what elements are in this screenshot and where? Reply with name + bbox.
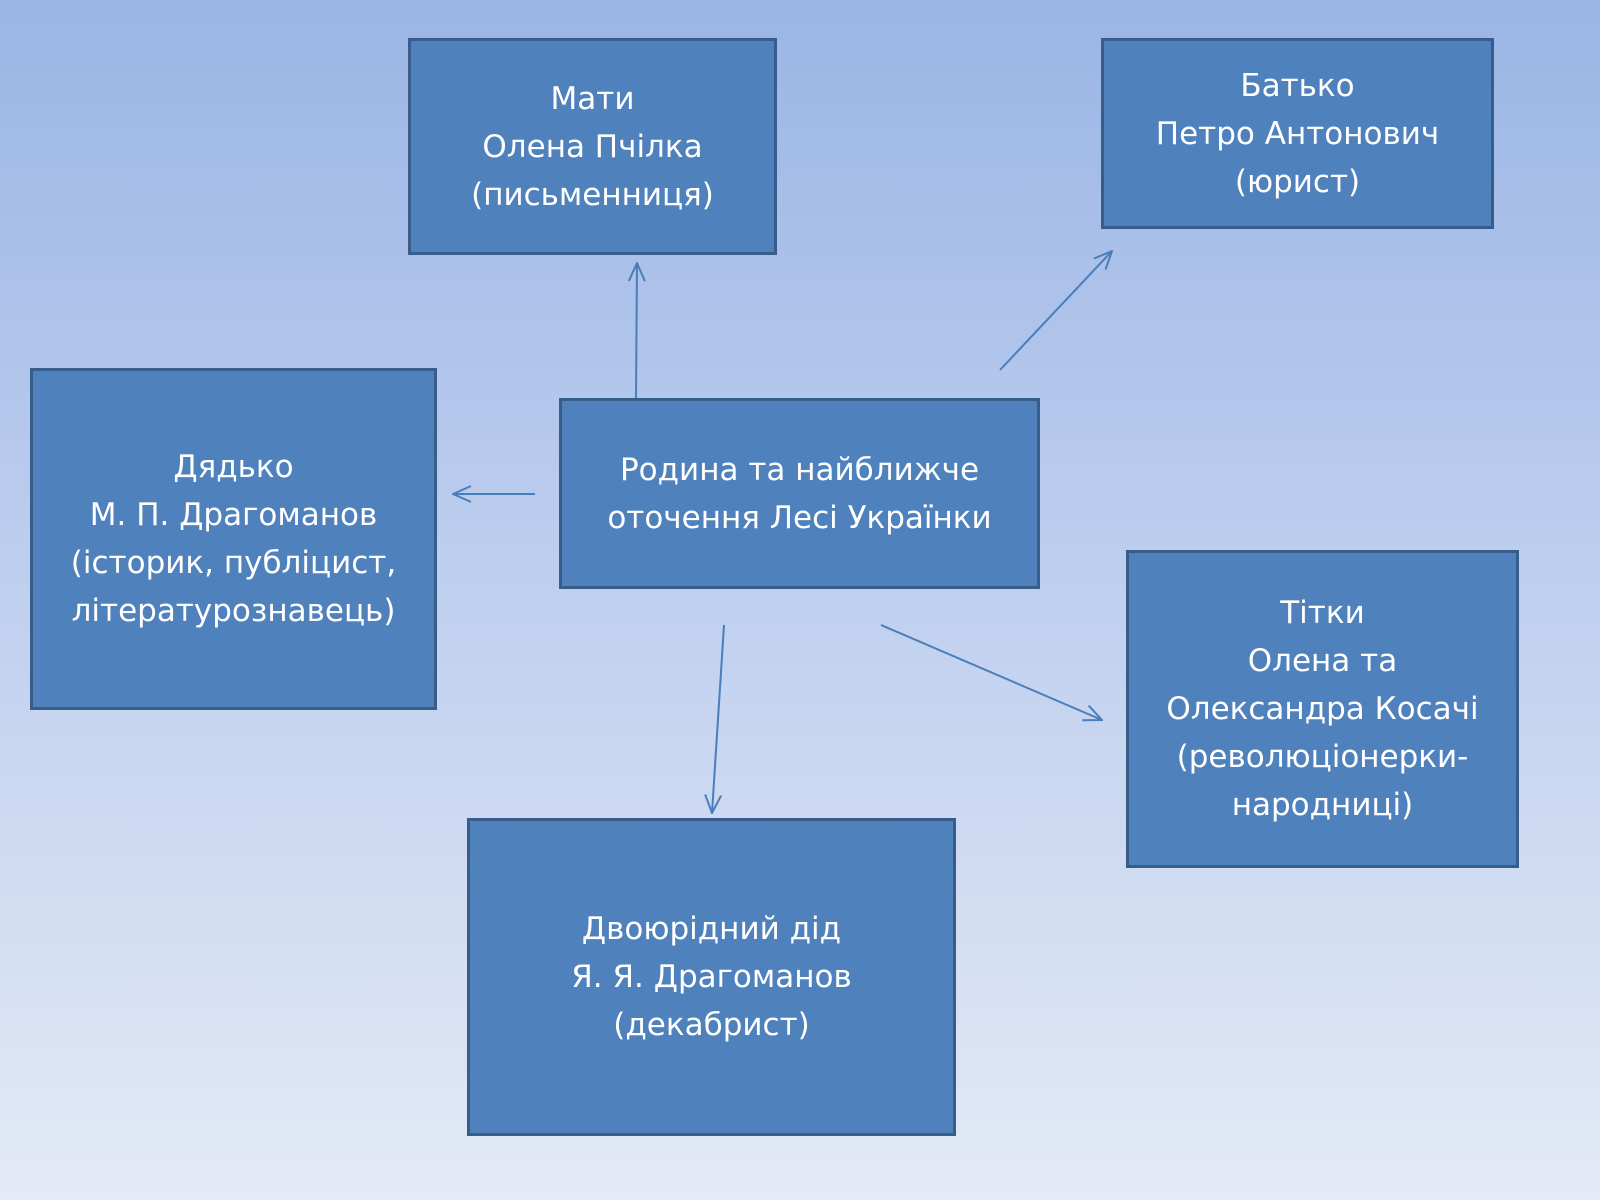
node-uncle-text: Дядько М. П. Драгоманов (історик, публіц… xyxy=(70,449,397,629)
arrow-to-granduncle xyxy=(712,624,725,813)
node-granduncle-text: Двоюрідний дід Я. Я. Драгоманов (декабри… xyxy=(571,911,852,1043)
node-center: Родина та найближче оточення Лесі Україн… xyxy=(559,398,1040,589)
arrow-to-father xyxy=(999,251,1112,371)
node-uncle: Дядько М. П. Драгоманов (історик, публіц… xyxy=(30,368,437,710)
node-father-text: Батько Петро Антонович (юрист) xyxy=(1155,67,1440,200)
node-mother-text: Мати Олена Пчілка (письменниця) xyxy=(471,80,714,213)
node-granduncle: Двоюрідний дід Я. Я. Драгоманов (декабри… xyxy=(467,818,956,1136)
node-aunts: Тітки Олена та Олександра Косачі (револю… xyxy=(1126,550,1519,868)
node-mother: Мати Олена Пчілка (письменниця) xyxy=(408,38,777,255)
node-aunts-text: Тітки Олена та Олександра Косачі (револю… xyxy=(1166,595,1479,823)
node-center-text: Родина та найближче оточення Лесі Україн… xyxy=(607,451,992,536)
node-father: Батько Петро Антонович (юрист) xyxy=(1101,38,1494,229)
arrow-to-aunts xyxy=(880,624,1102,720)
arrow-to-mother xyxy=(636,263,637,399)
